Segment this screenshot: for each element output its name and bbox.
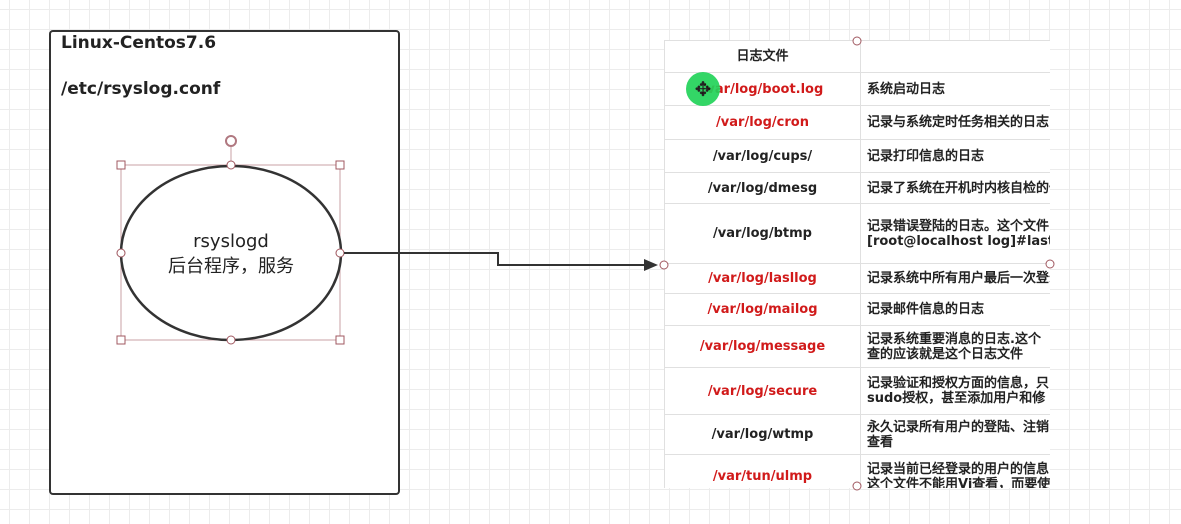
- log-path: /var/log/lasllog: [664, 263, 861, 294]
- table-row: /var/log/cups/记录打印信息的日志: [664, 139, 1050, 173]
- log-path: /var/log/secure: [664, 367, 861, 415]
- resize-handle-ne[interactable]: [335, 160, 345, 170]
- connect-point-top[interactable]: [226, 160, 236, 170]
- move-cursor-icon: ✥: [686, 72, 720, 106]
- connect-point-right[interactable]: [335, 248, 345, 258]
- log-path: /var/log/message: [664, 325, 861, 368]
- log-path: /var/log/btmp: [664, 203, 861, 264]
- connector-line[interactable]: [344, 252, 648, 266]
- log-description: 记录了系统在开机时内核自检的信息: [860, 172, 1050, 204]
- table-header: 日志文件: [664, 40, 861, 73]
- ellipse-label-name: rsyslogd: [193, 231, 269, 252]
- table-header-row: 日志文件: [664, 40, 1050, 73]
- resize-handle-se[interactable]: [335, 335, 345, 345]
- log-path: /var/log/dmesg: [664, 172, 861, 204]
- log-path: /var/log/mailog: [664, 293, 861, 326]
- rotate-handle-icon[interactable]: [225, 135, 237, 147]
- log-path: /var/log/cron: [664, 105, 861, 140]
- log-description: 记录邮件信息的日志: [860, 293, 1050, 326]
- connect-point-bottom[interactable]: [226, 335, 236, 345]
- log-description: 记录当前已经登录的用户的信息这个文件不能用Vi查看，而要使: [860, 454, 1050, 488]
- log-path: /var/tun/ulmp: [664, 454, 861, 488]
- log-path: /var/log/cups/: [664, 139, 861, 173]
- connect-point-left[interactable]: [116, 248, 126, 258]
- log-description: 记录系统中所有用户最后一次登录: [860, 263, 1050, 294]
- log-description: 记录系统重要消息的日志.这个查的应该就是这个日志文件: [860, 325, 1050, 368]
- log-path: /var/log/wtmp: [664, 414, 861, 455]
- ellipse-label-desc: 后台程序，服务: [168, 256, 294, 277]
- arrowhead-icon: [644, 259, 658, 271]
- rsyslogd-ellipse[interactable]: [119, 164, 343, 342]
- config-path: /etc/rsyslog.conf: [61, 79, 221, 99]
- container-title: Linux-Centos7.6: [61, 33, 217, 53]
- log-description: 记录与系统定时任务相关的日志: [860, 105, 1050, 140]
- log-description: 记录错误登陆的日志。这个文件[root@localhost log]#lastb: [860, 203, 1050, 264]
- resize-handle-sw[interactable]: [116, 335, 126, 345]
- log-description: 永久记录所有用户的登陆、注销查看: [860, 414, 1050, 455]
- log-description: 记录打印信息的日志: [860, 139, 1050, 173]
- resize-handle-nw[interactable]: [116, 160, 126, 170]
- table-row: /var/log/dmesg记录了系统在开机时内核自检的信息: [664, 172, 1050, 204]
- table-header-blank: [860, 40, 1050, 73]
- log-description: 系统启动日志: [860, 72, 1050, 106]
